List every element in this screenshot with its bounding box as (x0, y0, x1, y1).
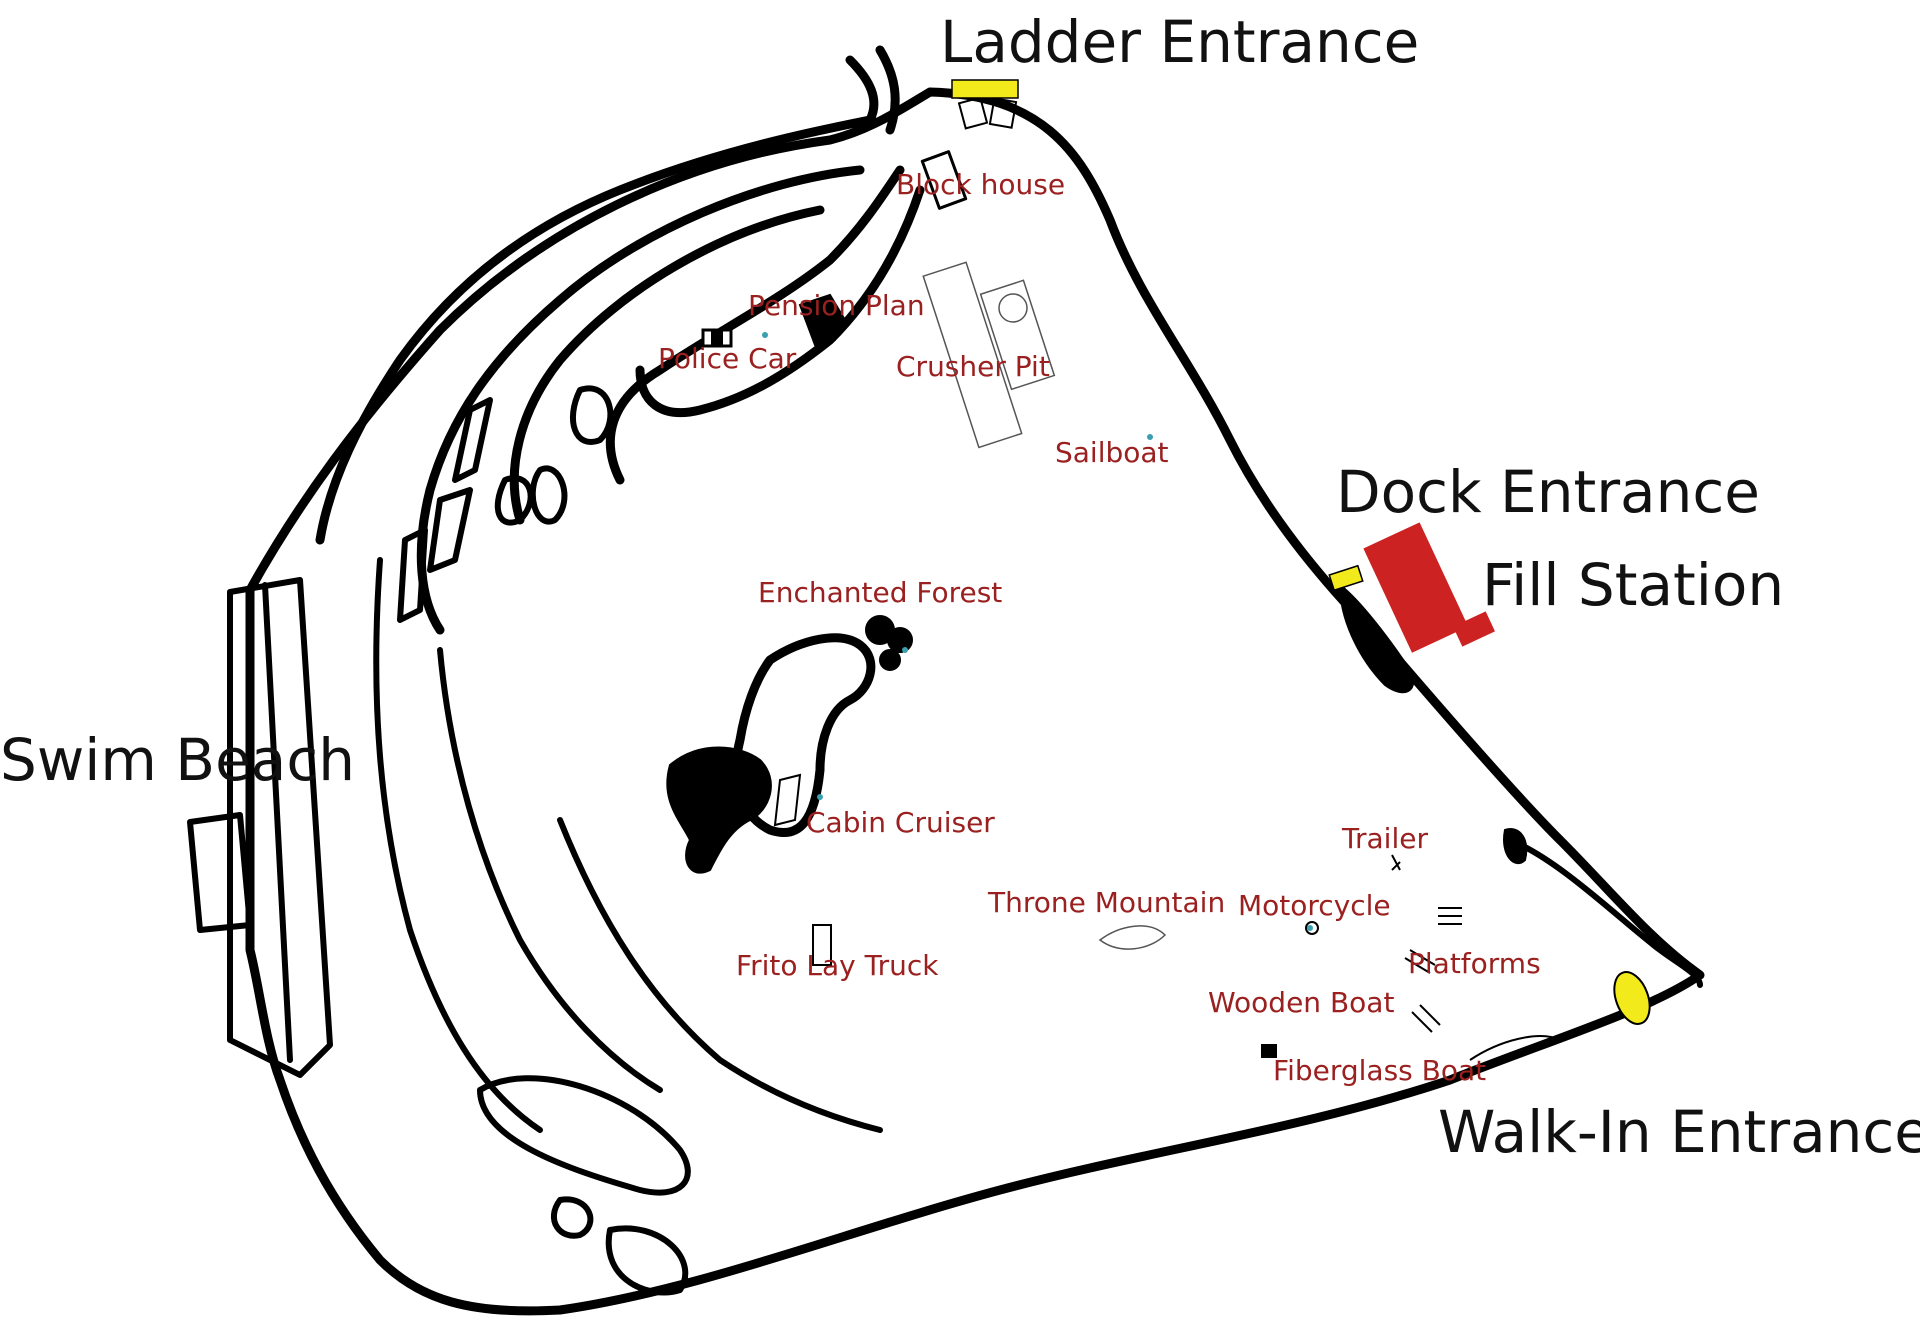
sw-island-3 (551, 1196, 594, 1239)
inner-ridge-1 (605, 165, 905, 485)
inner-ridge-2 (635, 185, 925, 418)
ladder-building-2 (988, 97, 1018, 129)
cabin-cruiser-marker (773, 773, 802, 827)
label-enchanted-forest: Enchanted Forest (758, 576, 1002, 609)
label-trailer: Trailer (1341, 822, 1428, 855)
fill-station-building (1363, 522, 1469, 653)
label-swim-beach: Swim Beach (0, 726, 355, 794)
west-island-6 (529, 465, 568, 525)
fiberglass-boat-marker (1261, 1044, 1277, 1058)
police-car-stripe (711, 329, 723, 347)
west-arc-3 (557, 817, 883, 1133)
frito-lay-truck-marker (812, 924, 832, 966)
platforms-marker (1404, 907, 1462, 1033)
walk-in-peninsula (1507, 837, 1703, 988)
forest-tree-3 (879, 649, 901, 671)
police-car-dot (762, 332, 768, 338)
dock-wedge (1338, 582, 1415, 694)
label-block-house: Block house (896, 168, 1065, 201)
label-police-car: Police Car (658, 342, 797, 375)
label-dock-entrance: Dock Entrance (1336, 458, 1760, 526)
swim-beach-dock (187, 812, 253, 933)
west-arc-2 (437, 647, 663, 1093)
label-wooden-boat: Wooden Boat (1208, 986, 1394, 1019)
sw-island-2 (605, 1225, 689, 1296)
cabin-cruiser-dot (817, 794, 823, 800)
swim-beach-pier (227, 577, 333, 1078)
label-pension-plan: Pension Plan (748, 289, 925, 322)
label-crusher-pit: Crusher Pit (896, 350, 1050, 383)
fill-station-annex (1453, 611, 1495, 647)
label-platforms: Platforms (1408, 947, 1541, 980)
north-channel-inner (875, 45, 900, 135)
west-island-3 (397, 527, 428, 623)
walk-in-rock (1503, 828, 1528, 865)
crusher-pit-structure (922, 261, 1023, 449)
pier-line-1 (262, 582, 293, 1063)
fiberglass-boat-hull (1469, 1035, 1561, 1061)
pension-plan-marker (798, 293, 847, 347)
label-sailboat: Sailboat (1055, 436, 1169, 469)
dock-entrance-marker (1328, 564, 1364, 592)
forest-tree-2 (887, 627, 913, 653)
crusher-pit-wheel (998, 293, 1028, 323)
ladder-building-1 (957, 96, 989, 130)
ladder-entrance-marker (951, 79, 1019, 99)
crusher-pit-housing (979, 279, 1056, 391)
sailboat-dot (1147, 434, 1153, 440)
trailer-marker (1391, 854, 1401, 871)
block-house-marker (920, 150, 968, 210)
north-channel (315, 55, 879, 545)
west-island-2 (427, 487, 473, 573)
walk-in-entrance-marker (1613, 971, 1651, 1025)
inner-ridge-4 (509, 205, 825, 525)
label-frito-lay-truck: Frito Lay Truck (736, 949, 939, 982)
west-island-5 (569, 385, 614, 445)
central-rock-outcrop (666, 746, 772, 874)
motorcycle-dot (1307, 925, 1313, 931)
sw-island-1 (477, 1075, 691, 1196)
west-arc-1 (373, 557, 543, 1133)
throne-mountain-marker (1098, 925, 1167, 950)
label-fiberglass-boat: Fiberglass Boat (1273, 1054, 1486, 1087)
west-island-4 (494, 475, 534, 526)
enchanted-forest-island (731, 633, 876, 837)
label-fill-station: Fill Station (1482, 551, 1784, 619)
label-ladder-entrance: Ladder Entrance (940, 8, 1419, 76)
motorcycle-marker (1305, 921, 1319, 935)
label-cabin-cruiser: Cabin Cruiser (806, 806, 995, 839)
west-island-1 (452, 397, 493, 483)
forest-dot (902, 647, 908, 653)
label-walk-in-entrance: Walk-In Entrance (1438, 1098, 1920, 1166)
label-motorcycle: Motorcycle (1238, 889, 1391, 922)
label-throne-mountain: Throne Mountain (987, 886, 1225, 919)
